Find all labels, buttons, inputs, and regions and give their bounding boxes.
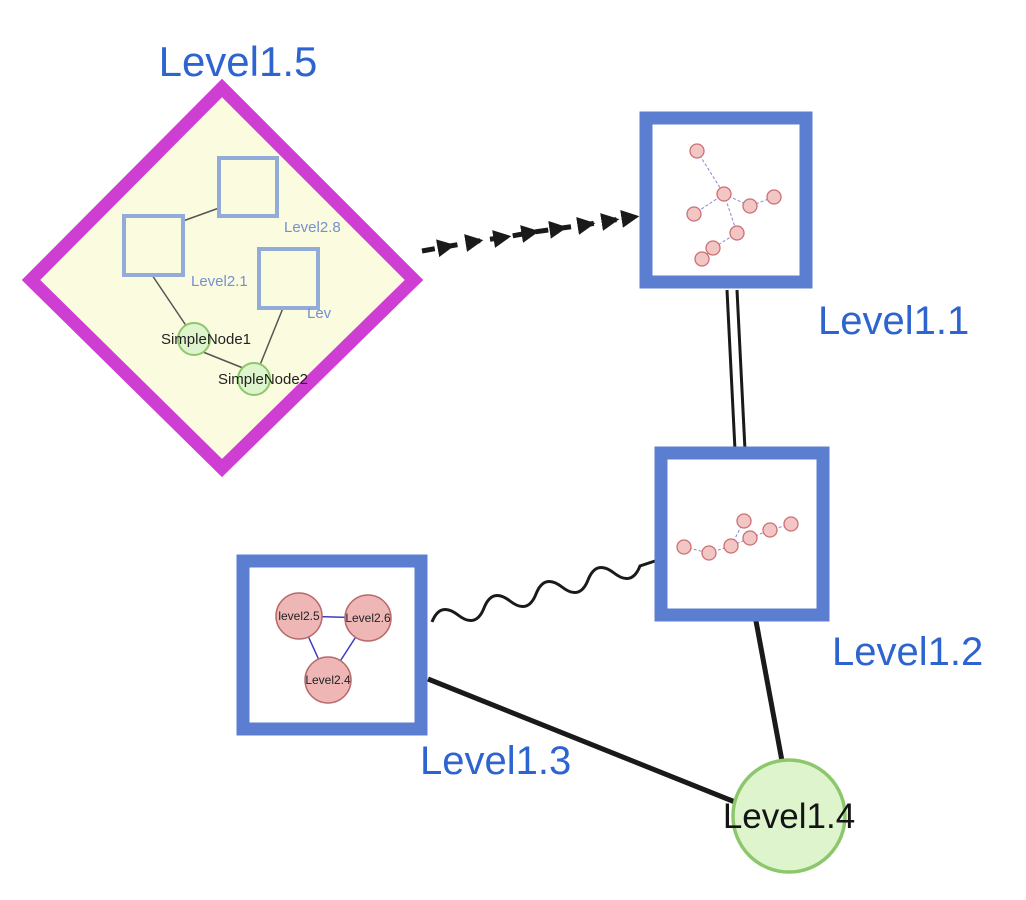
node-label-level24: Level2.4 xyxy=(305,673,351,687)
subgraph-edge[interactable] xyxy=(723,193,775,207)
node-label-level28: Level2.8 xyxy=(284,219,341,236)
node-level25[interactable] xyxy=(275,592,323,640)
subgraph-edge[interactable] xyxy=(701,193,738,260)
mini-node[interactable] xyxy=(676,539,692,555)
mini-node[interactable] xyxy=(783,516,799,532)
subgraph-edge[interactable] xyxy=(151,274,188,328)
subgraph-edge[interactable] xyxy=(202,351,244,369)
mini-node[interactable] xyxy=(742,530,758,546)
node-level14-circle[interactable] xyxy=(731,758,847,874)
mini-node[interactable] xyxy=(686,206,702,222)
subgraph-edge[interactable] xyxy=(182,207,220,222)
edge-level11-to-level12[interactable] xyxy=(725,289,747,451)
double-line-left xyxy=(725,289,737,451)
node-label-simplenode1: SimpleNode1 xyxy=(161,331,251,348)
node-label-level13: Level1.3 xyxy=(420,739,571,783)
mini-node[interactable] xyxy=(736,513,752,529)
mini-node[interactable] xyxy=(766,189,782,205)
node-label-lev: Lev xyxy=(307,305,332,322)
mini-node[interactable] xyxy=(689,143,705,159)
level11-subgraph xyxy=(686,143,782,267)
node-level24[interactable] xyxy=(304,656,352,704)
node-label-level26: Level2.6 xyxy=(345,611,391,625)
node-level21-square[interactable] xyxy=(122,214,185,277)
node-simplenode2[interactable] xyxy=(237,362,271,396)
level12-subgraph xyxy=(676,513,799,561)
mini-node[interactable] xyxy=(723,538,739,554)
double-line-right xyxy=(735,289,747,451)
node-level12-box[interactable] xyxy=(654,446,830,622)
subgraph-edge[interactable] xyxy=(259,307,284,366)
node-level26[interactable] xyxy=(344,594,392,642)
edge-level13-to-level12-wavy[interactable] xyxy=(430,559,656,623)
edge-level13-to-level14[interactable] xyxy=(427,676,736,805)
mini-node[interactable] xyxy=(742,198,758,214)
node-label-level12: Level1.2 xyxy=(832,630,983,674)
mini-node[interactable] xyxy=(729,225,745,241)
mini-node[interactable] xyxy=(705,240,721,256)
node-label-simplenode2: SimpleNode2 xyxy=(218,371,308,388)
node-label-level25: level2.5 xyxy=(278,609,320,623)
edge-level15-to-level11[interactable] xyxy=(421,209,640,258)
node-level13-box[interactable] xyxy=(236,554,428,736)
node-level15-diamond[interactable] xyxy=(21,78,424,478)
node-label-level21: Level2.1 xyxy=(191,273,248,290)
mini-node[interactable] xyxy=(716,186,732,202)
node-label-level15: Level1.5 xyxy=(159,38,318,85)
level13-subgraph: level2.5 Level2.6 Level2.4 xyxy=(275,592,392,704)
node-simplenode1[interactable] xyxy=(177,322,211,356)
mini-node[interactable] xyxy=(694,251,710,267)
node-level28-square[interactable] xyxy=(217,156,279,218)
mini-node[interactable] xyxy=(762,522,778,538)
node-lev-square[interactable] xyxy=(257,247,320,310)
level15-subgraph: Level2.8 Level2.1 Lev SimpleNode1 Simple… xyxy=(122,156,341,396)
edge-level12-to-level14[interactable] xyxy=(753,620,785,762)
node-label-level11: Level1.1 xyxy=(818,299,969,343)
mini-node[interactable] xyxy=(701,545,717,561)
node-label-level14: Level1.4 xyxy=(723,797,855,836)
